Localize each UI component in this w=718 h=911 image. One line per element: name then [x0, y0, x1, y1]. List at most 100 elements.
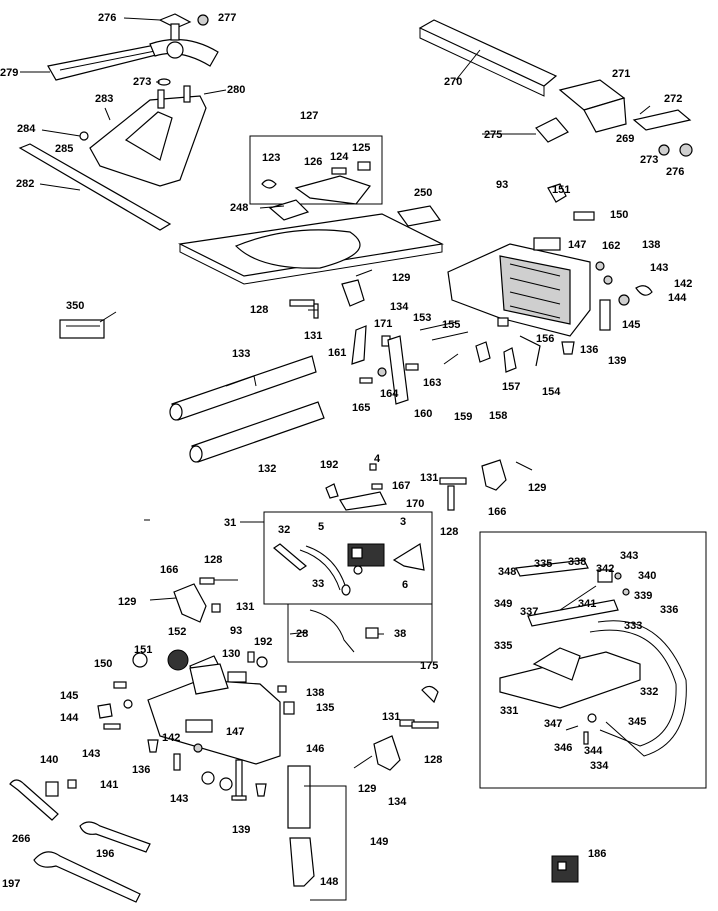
callout-152: 152 — [168, 626, 187, 638]
mechanism-housing — [447, 183, 653, 373]
callout-129b: 129 — [528, 482, 547, 494]
callout-28: 28 — [296, 628, 309, 640]
callout-336: 336 — [660, 604, 679, 616]
callout-250: 250 — [414, 187, 433, 199]
callout-126: 126 — [304, 156, 323, 168]
callout-345: 345 — [628, 716, 647, 728]
callout-136: 136 — [580, 344, 599, 356]
callout-127: 127 — [300, 110, 319, 122]
callout-142b: 142 — [162, 732, 181, 744]
callout-136b: 136 — [132, 764, 151, 776]
callout-346: 346 — [554, 742, 573, 754]
callout-280: 280 — [227, 84, 246, 96]
callout-335: 335 — [534, 558, 553, 570]
callout-158: 158 — [489, 410, 508, 422]
bevel-lever-assembly — [59, 279, 469, 405]
callout-129: 129 — [392, 272, 411, 284]
callout-128b: 128 — [440, 526, 459, 538]
callout-148: 148 — [320, 876, 339, 888]
callout-141: 141 — [100, 779, 119, 791]
callout-344: 344 — [584, 745, 603, 757]
callout-151b: 151 — [134, 644, 153, 656]
callout-166: 166 — [488, 506, 507, 518]
callout-273: 273 — [133, 76, 152, 88]
table-top-assembly — [178, 135, 444, 285]
callout-272: 272 — [664, 93, 683, 105]
callout-276: 276 — [98, 12, 117, 24]
callout-143b: 143 — [82, 748, 101, 760]
callout-128c: 128 — [204, 554, 223, 566]
callout-140: 140 — [40, 754, 59, 766]
callout-266: 266 — [12, 833, 31, 845]
callout-165: 165 — [352, 402, 371, 414]
leader-lines — [20, 17, 651, 635]
callout-132: 132 — [258, 463, 277, 475]
rip-fence-assembly — [418, 19, 693, 157]
callout-134b: 134 — [388, 796, 407, 808]
callout-348: 348 — [498, 566, 517, 578]
callout-284: 284 — [17, 123, 36, 135]
switch-housing-assembly — [97, 577, 295, 801]
callout-343: 343 — [620, 550, 639, 562]
callout-138b: 138 — [306, 687, 325, 699]
callout-282: 282 — [16, 178, 35, 190]
callout-159: 159 — [454, 411, 473, 423]
callout-33: 33 — [312, 578, 325, 590]
callout-139b: 139 — [232, 824, 251, 836]
callout-170: 170 — [406, 498, 425, 510]
callout-162: 162 — [602, 240, 621, 252]
callout-279: 279 — [0, 67, 19, 79]
callout-164: 164 — [380, 388, 399, 400]
callout-142: 142 — [674, 278, 693, 290]
callout-3: 3 — [400, 516, 407, 528]
callout-129c: 129 — [118, 596, 137, 608]
mitre-gauge-assembly — [18, 13, 219, 231]
callout-133: 133 — [232, 348, 251, 360]
callout-331: 331 — [500, 705, 519, 717]
callout-171: 171 — [374, 318, 393, 330]
callout-157: 157 — [502, 381, 521, 393]
callout-186: 186 — [588, 848, 607, 860]
callout-333: 333 — [624, 620, 643, 632]
callout-93: 93 — [496, 179, 509, 191]
callout-150b: 150 — [94, 658, 113, 670]
callout-166b: 166 — [160, 564, 179, 576]
callout-135: 135 — [316, 702, 335, 714]
callout-125: 125 — [352, 142, 371, 154]
callout-131b: 131 — [420, 472, 439, 484]
callout-339: 339 — [634, 590, 653, 602]
callout-338: 338 — [568, 556, 587, 568]
callout-192: 192 — [320, 459, 339, 471]
callout-341: 341 — [578, 598, 597, 610]
callout-283: 283 — [95, 93, 114, 105]
box-31-parts — [240, 511, 433, 663]
callout-270: 270 — [444, 76, 463, 88]
callout-130: 130 — [222, 648, 241, 660]
lever-assembly-right — [353, 685, 439, 771]
callout-285: 285 — [55, 143, 74, 155]
callout-124: 124 — [330, 151, 349, 163]
callout-271: 271 — [612, 68, 631, 80]
callout-192b: 192 — [254, 636, 273, 648]
extension-tubes — [287, 765, 347, 901]
callout-167: 167 — [392, 480, 411, 492]
callout-93b: 93 — [230, 625, 243, 637]
callout-128: 128 — [250, 304, 269, 316]
callout-151: 151 — [552, 184, 571, 196]
callout-248: 248 — [230, 202, 249, 214]
callout-342: 342 — [596, 563, 615, 575]
callout-146: 146 — [306, 743, 325, 755]
callout-38: 38 — [394, 628, 407, 640]
callout-134: 134 — [390, 301, 409, 313]
callout-347: 347 — [544, 718, 563, 730]
callout-147: 147 — [568, 239, 587, 251]
callout-163: 163 — [423, 377, 442, 389]
callout-131d: 131 — [382, 711, 401, 723]
callout-276b: 276 — [666, 166, 685, 178]
callout-334: 334 — [590, 760, 609, 772]
legs — [169, 355, 325, 463]
callout-4: 4 — [374, 453, 381, 465]
callout-147b: 147 — [226, 726, 245, 738]
callout-160: 160 — [414, 408, 433, 420]
